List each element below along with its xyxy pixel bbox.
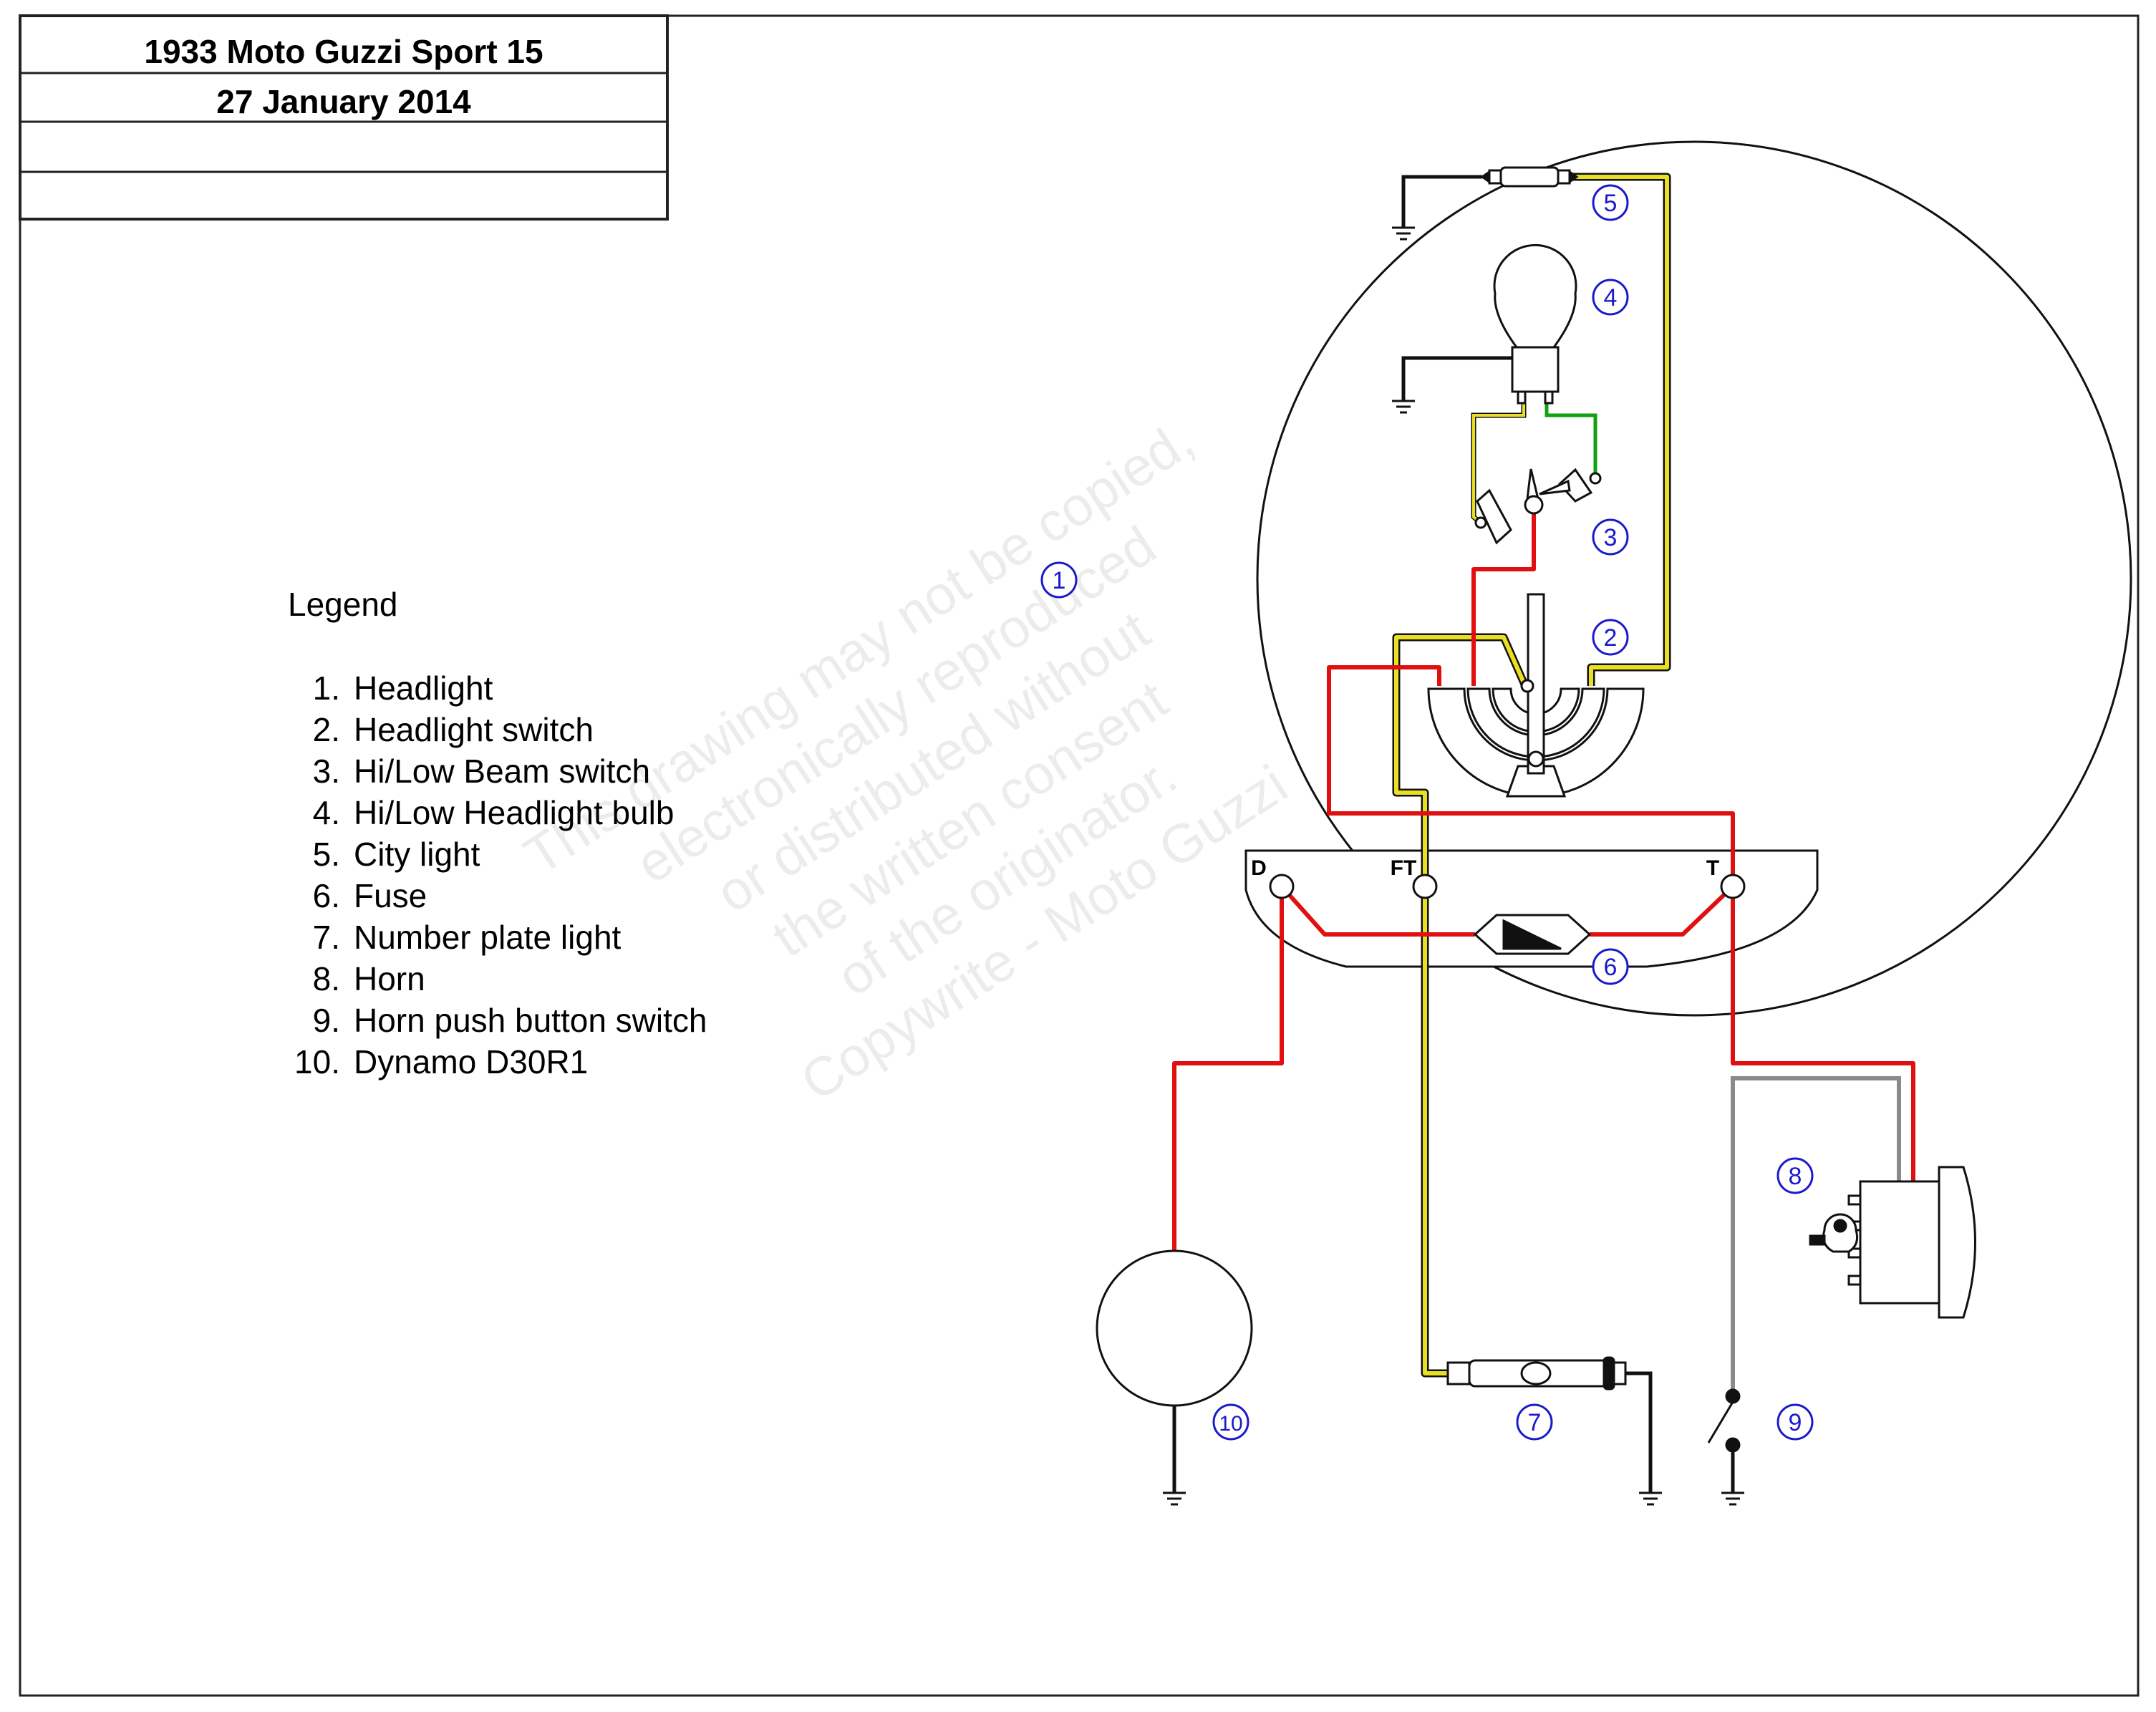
fuse bbox=[1473, 914, 1592, 955]
headlight-outline bbox=[1256, 140, 2132, 1017]
tag-3: 3 bbox=[1604, 524, 1618, 551]
wire-yellow-city bbox=[1568, 173, 1671, 686]
tag-circle-6 bbox=[1592, 948, 1629, 985]
legend-num-1: 1. bbox=[313, 669, 340, 707]
terminal-ft-label: FT bbox=[1391, 856, 1417, 880]
legend-num-2: 2. bbox=[313, 711, 340, 748]
ground-symbol-city bbox=[1392, 226, 1415, 241]
tag-6: 6 bbox=[1604, 954, 1618, 981]
beam-switch bbox=[1474, 468, 1602, 545]
dynamo bbox=[1096, 1249, 1253, 1407]
legend-num-4: 4. bbox=[313, 794, 340, 831]
tag-circle-3 bbox=[1592, 518, 1629, 556]
terminal-d bbox=[1269, 874, 1295, 899]
ground-symbol-plate bbox=[1639, 1491, 1662, 1506]
wire-yellow-ft bbox=[1392, 633, 1529, 1378]
title-text: 1933 Moto Guzzi Sport 15 bbox=[144, 33, 543, 70]
terminal-d-label: D bbox=[1251, 856, 1267, 880]
ground-symbol-bulb bbox=[1392, 400, 1415, 414]
tag-circle-8 bbox=[1776, 1157, 1814, 1194]
wire-red bbox=[1172, 505, 1915, 1253]
page-border bbox=[19, 14, 2140, 1697]
legend-label-6: Fuse bbox=[354, 877, 427, 914]
legend-label-2: Headlight switch bbox=[354, 711, 594, 748]
legend-num-9: 9. bbox=[313, 1002, 340, 1039]
terminal-block bbox=[1244, 849, 1819, 968]
tag-1: 1 bbox=[1053, 567, 1066, 594]
city-light bbox=[1480, 166, 1579, 188]
legend-label-10: Dynamo D30R1 bbox=[354, 1043, 588, 1080]
legend-label-5: City light bbox=[354, 836, 480, 873]
wire-grey bbox=[1731, 1076, 1901, 1393]
tag-circle-1 bbox=[1040, 561, 1078, 599]
wire-green bbox=[1545, 402, 1597, 473]
headlight-switch bbox=[1427, 593, 1645, 798]
legend-label-8: Horn bbox=[354, 960, 425, 997]
legend-num-8: 8. bbox=[313, 960, 340, 997]
headlight-bulb bbox=[1493, 243, 1577, 405]
horn bbox=[1809, 1166, 1976, 1319]
legend-label-1: Headlight bbox=[354, 669, 493, 707]
tag-5: 5 bbox=[1604, 190, 1618, 217]
tag-8: 8 bbox=[1789, 1163, 1802, 1190]
tag-circle-4 bbox=[1592, 279, 1629, 316]
tag-2: 2 bbox=[1604, 624, 1618, 652]
legend-heading: Legend bbox=[288, 586, 398, 623]
component-tags bbox=[1040, 184, 1814, 1441]
legend-label-3: Hi/Low Beam switch bbox=[354, 753, 650, 790]
legend-label-9: Horn push button switch bbox=[354, 1002, 707, 1039]
legend-num-7: 7. bbox=[313, 919, 340, 956]
watermark: This drawing may not be copied, electron… bbox=[514, 409, 1298, 1113]
legend-num-3: 3. bbox=[313, 753, 340, 790]
tag-10: 10 bbox=[1219, 1412, 1242, 1436]
number-plate-light bbox=[1446, 1356, 1627, 1391]
date-text: 27 January 2014 bbox=[216, 83, 471, 120]
tag-7: 7 bbox=[1528, 1409, 1542, 1436]
legend: Legend 1. Headlight 2. Headlight switch … bbox=[288, 586, 707, 1080]
ground-symbol-dynamo bbox=[1163, 1491, 1186, 1506]
terminal-t bbox=[1720, 874, 1746, 899]
tag-9: 9 bbox=[1789, 1409, 1802, 1436]
horn-push-switch bbox=[1707, 1388, 1741, 1453]
ground-symbol-horn bbox=[1721, 1491, 1744, 1506]
terminal-ft bbox=[1412, 874, 1438, 899]
tag-circle-10 bbox=[1212, 1403, 1249, 1441]
legend-num-5: 5. bbox=[313, 836, 340, 873]
tag-4: 4 bbox=[1604, 284, 1618, 311]
legend-label-7: Number plate light bbox=[354, 919, 622, 956]
tag-circle-9 bbox=[1776, 1403, 1814, 1441]
terminal-t-label: T bbox=[1706, 856, 1719, 880]
legend-num-10: 10. bbox=[294, 1043, 340, 1080]
tag-circle-7 bbox=[1516, 1403, 1553, 1441]
wire-yellow-beam bbox=[1471, 402, 1527, 525]
title-block: 1933 Moto Guzzi Sport 15 27 January 2014 bbox=[19, 14, 669, 221]
tag-circle-2 bbox=[1592, 619, 1629, 656]
wire-black bbox=[1172, 175, 1735, 1493]
legend-label-4: Hi/Low Headlight bulb bbox=[354, 794, 675, 831]
tag-circle-5 bbox=[1592, 184, 1629, 221]
legend-num-6: 6. bbox=[313, 877, 340, 914]
